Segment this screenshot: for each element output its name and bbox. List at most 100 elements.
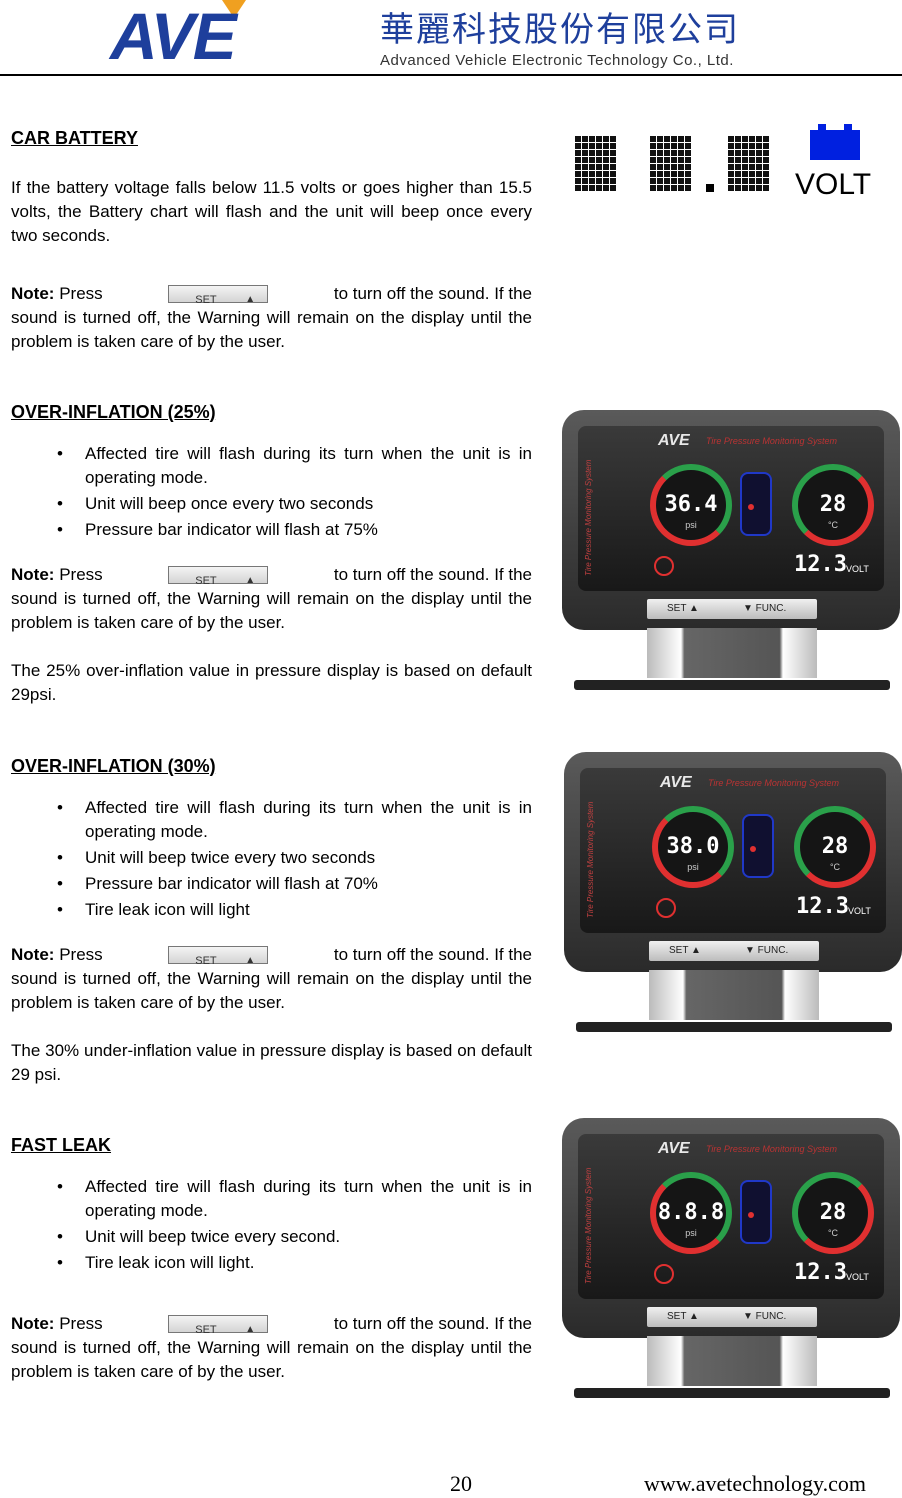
list-item: Unit will beep twice every two seconds <box>11 846 532 870</box>
power-icon <box>654 556 674 576</box>
volt-label: VOLT <box>795 168 872 201</box>
temperature-unit: °C <box>827 520 839 530</box>
device-brand: AVE <box>658 1140 690 1157</box>
note-after-text: to turn off the sound. If the <box>333 284 532 303</box>
device-subtitle: Tire Pressure Monitoring System <box>708 778 839 788</box>
website-url: www.avetechnology.com <box>644 1471 866 1496</box>
device-side-label: Tire Pressure Monitoring System <box>584 459 593 576</box>
pressure-value: 8.8.8 <box>657 1200 725 1225</box>
pressure-gauge: 36.4 psi <box>650 464 732 546</box>
company-name-english: Advanced Vehicle Electronic Technology C… <box>380 52 734 69</box>
device-button-bar: SET ▲▼ FUNC. <box>647 1307 817 1327</box>
device-subtitle: Tire Pressure Monitoring System <box>706 1144 837 1154</box>
note-rest-text: sound is turned off, the Warning will re… <box>11 308 532 351</box>
set-button-icon: SET▲ <box>168 285 269 306</box>
over30-bullets: Affected tire will flash during its turn… <box>11 796 532 924</box>
pressure-value: 36.4 <box>664 492 718 517</box>
device-stand <box>649 970 819 1020</box>
battery-icon <box>810 124 860 160</box>
over25-extra: The 25% over-inflation value in pressure… <box>11 661 532 704</box>
temperature-value: 28 <box>821 834 849 859</box>
car-icon <box>740 1180 772 1244</box>
pressure-unit: psi <box>685 520 697 530</box>
note-label: Note: <box>11 1314 55 1333</box>
device-brand: AVE <box>658 432 690 449</box>
note-rest-text: sound is turned off, the Warning will re… <box>11 1338 532 1381</box>
pressure-unit: psi <box>685 1228 697 1238</box>
note-press-text: Press <box>59 945 103 964</box>
over25-note: Note: Press SET▲ to turn off the sound. … <box>11 563 532 635</box>
temperature-unit: °C <box>829 862 841 872</box>
temperature-unit: °C <box>827 1228 839 1238</box>
device-button-bar: SET ▲ ▼ FUNC. <box>647 599 817 619</box>
device-side-label: Tire Pressure Monitoring System <box>586 801 595 918</box>
list-item: Affected tire will flash during its turn… <box>11 1175 532 1223</box>
list-item: Tire leak icon will light. <box>11 1251 532 1275</box>
car-icon <box>742 814 774 878</box>
device-volt-unit: VOLT <box>848 906 871 916</box>
over30-extra: The 30% under-inflation value in pressur… <box>11 1041 532 1084</box>
pressure-gauge: 38.0 psi <box>652 806 734 888</box>
temperature-gauge: 28 °C <box>792 464 874 546</box>
note-after-text: to turn off the sound. If the <box>333 565 532 584</box>
pressure-value: 38.0 <box>666 834 720 859</box>
battery-note: Note: Press SET▲ to turn off the sound. … <box>11 282 532 354</box>
temperature-value: 28 <box>819 492 847 517</box>
segment-digit-3 <box>728 136 770 192</box>
device-func-button: ▼ FUNC. <box>743 1311 787 1322</box>
note-press-text: Press <box>59 1314 103 1333</box>
note-label: Note: <box>11 945 55 964</box>
note-rest-text: sound is turned off, the Warning will re… <box>11 589 532 632</box>
device-stand <box>647 628 817 678</box>
logo-accent <box>222 0 246 18</box>
header-divider <box>0 74 902 76</box>
set-button-icon: SET▲ <box>168 946 269 967</box>
device-stand <box>647 1336 817 1386</box>
device-brand: AVE <box>660 774 692 791</box>
device-set-button: SET ▲ <box>669 945 701 956</box>
temperature-value: 28 <box>819 1200 847 1225</box>
note-label: Note: <box>11 565 55 584</box>
device-volt-value: 12.3 <box>794 1260 847 1285</box>
note-label: Note: <box>11 284 55 303</box>
device-func-button: ▼ FUNC. <box>743 603 787 614</box>
over25-heading: OVER-INFLATION (25%) <box>11 402 216 422</box>
device-base <box>574 1388 890 1398</box>
device-button-bar: SET ▲▼ FUNC. <box>649 941 819 961</box>
device-set-button: SET ▲ <box>667 603 699 614</box>
note-after-text: to turn off the sound. If the <box>333 1314 532 1333</box>
temperature-gauge: 28 °C <box>794 806 876 888</box>
list-item: Tire leak icon will light <box>11 898 532 922</box>
fastleak-note: Note: Press SET▲ to turn off the sound. … <box>11 1312 532 1384</box>
note-after-text: to turn off the sound. If the <box>333 945 532 964</box>
temperature-gauge: 28 °C <box>792 1172 874 1254</box>
device-base <box>576 1022 892 1032</box>
device-volt-value: 12.3 <box>796 894 849 919</box>
car-icon <box>740 472 772 536</box>
pressure-gauge: 8.8.8 psi <box>650 1172 732 1254</box>
over30-heading: OVER-INFLATION (30%) <box>11 756 216 776</box>
note-press-text: Press <box>59 565 103 584</box>
list-item: Unit will beep twice every second. <box>11 1225 532 1249</box>
pressure-unit: psi <box>687 862 699 872</box>
list-item: Pressure bar indicator will flash at 70% <box>11 872 532 896</box>
device-volt-unit: VOLT <box>846 564 869 574</box>
note-rest-text: sound is turned off, the Warning will re… <box>11 969 532 1012</box>
list-item: Pressure bar indicator will flash at 75% <box>11 518 532 542</box>
device-base <box>574 680 890 690</box>
over25-bullets: Affected tire will flash during its turn… <box>11 442 532 544</box>
over30-note: Note: Press SET▲ to turn off the sound. … <box>11 943 532 1015</box>
device-volt-unit: VOLT <box>846 1272 869 1282</box>
battery-paragraph: If the battery voltage falls below 11.5 … <box>11 178 532 245</box>
device-volt-value: 12.3 <box>794 552 847 577</box>
list-item: Unit will beep once every two seconds <box>11 492 532 516</box>
page-number: 20 <box>450 1471 472 1496</box>
